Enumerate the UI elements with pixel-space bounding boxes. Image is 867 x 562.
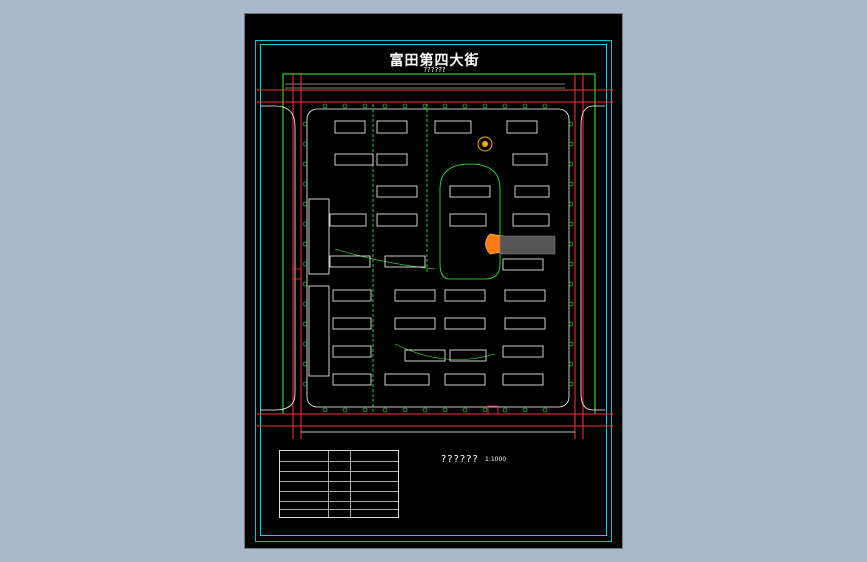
legend-row-line [280,471,398,472]
left-building [308,198,330,275]
street-curb [260,105,296,411]
site-plan [257,73,613,439]
legend-row-line [280,509,398,510]
legend-col-line [350,451,351,517]
tree-rows [302,103,574,413]
scale-ratio: 1:1000 [485,456,507,463]
drawing-sheet: 富田第四大街 ?????? ?????? 1:1000 [244,13,623,549]
legend-row-line [280,501,398,502]
residential-buildings [329,120,550,386]
legend-row-line [280,491,398,492]
legend-row-line [280,461,398,462]
scale-label: ?????? [441,454,479,465]
round-plaza [482,141,488,147]
legend-row-line [280,481,398,482]
drawing-frame-inner [260,44,607,536]
south-gate [487,405,499,415]
gray-plaza [499,235,556,255]
drawing-frame-outer [255,40,612,542]
left-building [308,285,330,377]
central-garden [439,163,501,280]
internal-road [306,108,570,408]
plan-title: 富田第四大街 [389,53,480,69]
legend-col-line [328,451,329,517]
legend-table [279,450,399,518]
street-curb [580,105,605,411]
round-plaza [477,136,493,152]
plan-subtitle: ?????? [423,66,446,74]
west-gate [292,268,302,280]
